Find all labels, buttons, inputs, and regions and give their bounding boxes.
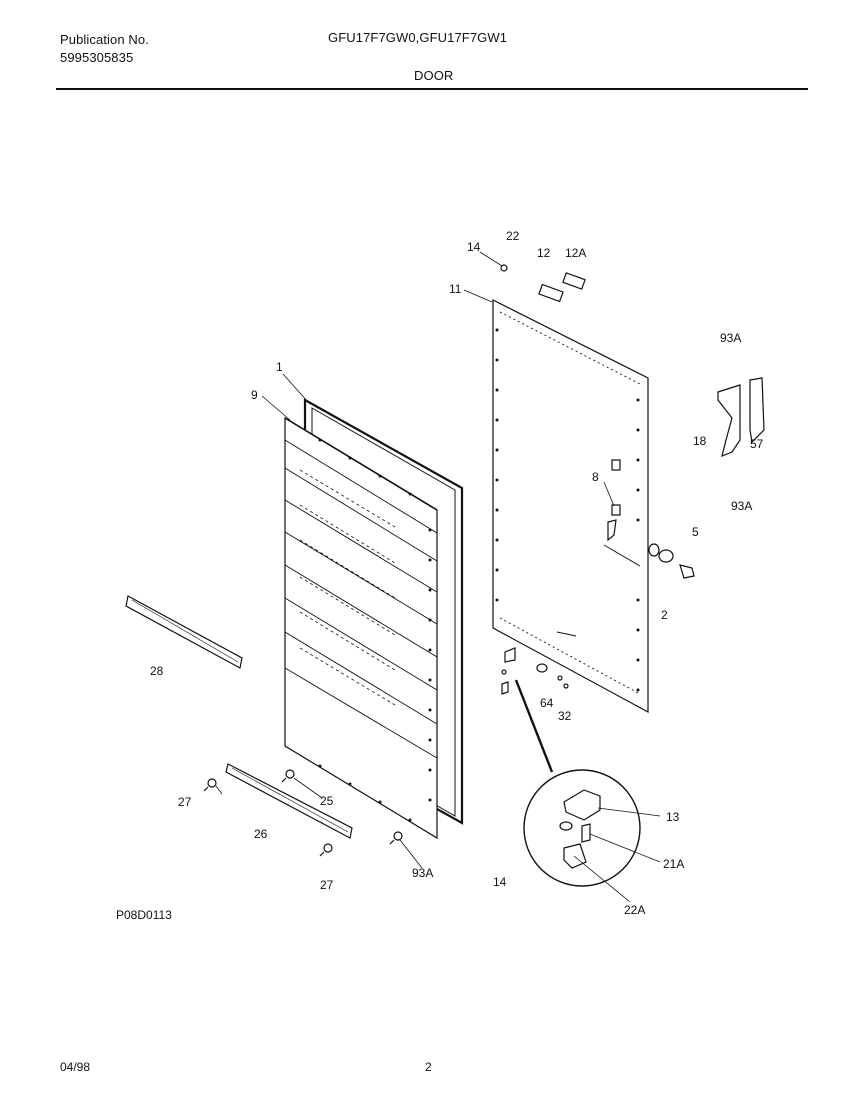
handle-parts (648, 543, 695, 579)
callout-64: 64 (540, 696, 554, 710)
model-numbers: GFU17F7GW0,GFU17F7GW1 (328, 30, 508, 45)
callout-22a: 22A (624, 903, 645, 917)
callout-93a-mid: 93A (731, 499, 752, 513)
footer-date: 04/98 (60, 1060, 91, 1074)
breaker-strip-28 (125, 595, 243, 669)
callout-2: 2 (661, 608, 668, 622)
publication-number: 5995305835 (60, 50, 134, 65)
hinge-assembly (717, 377, 765, 457)
callout-26: 26 (254, 827, 268, 841)
callout-12: 12 (537, 246, 551, 260)
callout-18: 18 (693, 434, 707, 448)
detail-circle (514, 679, 641, 887)
outer-door-panel (492, 299, 649, 714)
callout-25: 25 (320, 794, 334, 808)
callout-9: 9 (251, 388, 258, 402)
callout-5: 5 (692, 525, 699, 539)
callout-1: 1 (276, 360, 283, 374)
page-number: 2 (425, 1060, 432, 1074)
callout-12a: 12A (565, 246, 586, 260)
screw-93a-bottom (389, 831, 403, 845)
inner-door-panel (284, 416, 438, 840)
callout-32: 32 (558, 709, 572, 723)
breaker-strip-26 (225, 763, 353, 839)
callout-27-left: 27 (178, 795, 192, 809)
callout-14-top: 14 (467, 240, 481, 254)
callout-28: 28 (150, 664, 164, 678)
screw-27-left (203, 778, 217, 792)
callout-8: 8 (592, 470, 599, 484)
panel-holes (318, 328, 640, 822)
lower-hinge-parts (501, 647, 569, 695)
callout-57: 57 (750, 437, 764, 451)
callout-21a: 21A (663, 857, 684, 871)
callout-22: 22 (506, 229, 520, 243)
publication-label: Publication No. (60, 32, 149, 47)
screw-25 (281, 769, 295, 783)
callout-11: 11 (449, 282, 462, 296)
section-title: DOOR (414, 68, 454, 83)
panel-brackets (607, 459, 621, 542)
screw-27-bottom (319, 843, 333, 857)
figure-code: P08D0113 (116, 908, 172, 922)
leader-lines (215, 251, 661, 903)
header-rule (56, 88, 808, 90)
label-plate-12a (562, 272, 586, 290)
callout-13: 13 (666, 810, 680, 824)
callout-93a-top: 93A (720, 331, 741, 345)
callout-14-bottom: 14 (493, 875, 507, 889)
screw-14-top (500, 264, 508, 272)
callout-27-bottom: 27 (320, 878, 334, 892)
label-plate-12 (538, 283, 564, 303)
callout-93a-bottom: 93A (412, 866, 433, 880)
